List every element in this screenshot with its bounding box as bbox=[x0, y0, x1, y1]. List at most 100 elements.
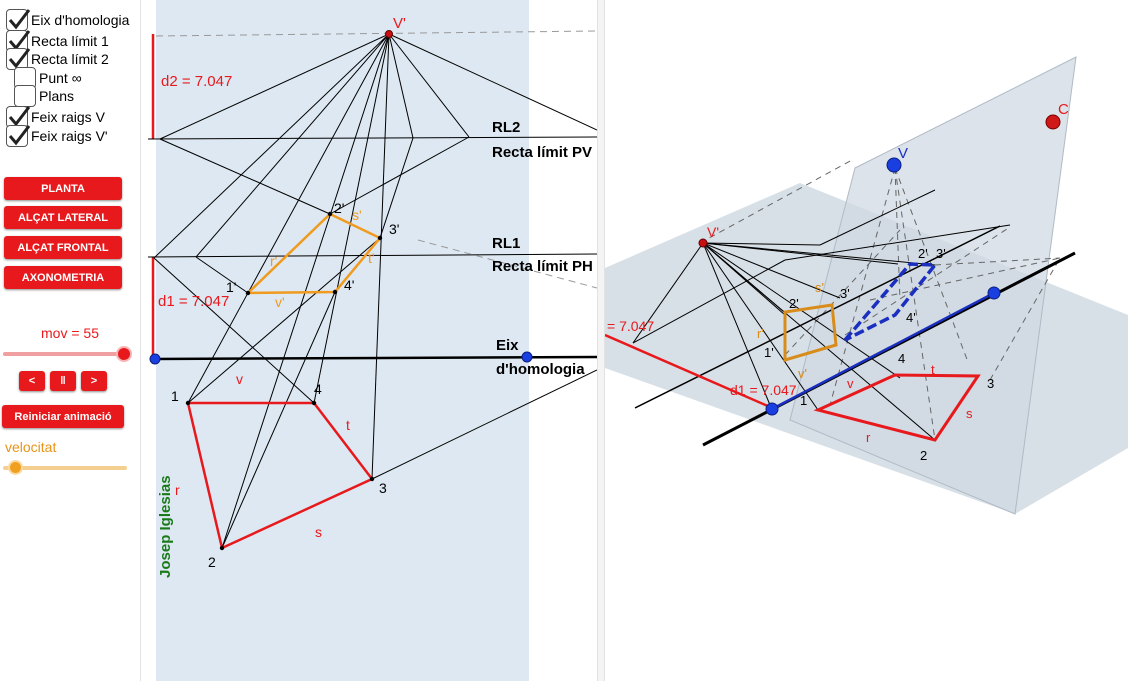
label-v-prime: V' bbox=[393, 15, 406, 32]
label-d2: d2 = 7.047 bbox=[161, 73, 232, 90]
label-side-t: t bbox=[346, 417, 350, 433]
checkbox-plans[interactable]: Plans bbox=[14, 85, 149, 107]
vertical-plane bbox=[789, 56, 1077, 515]
label-p3-3d: 3 bbox=[987, 376, 994, 391]
restart-animation-button[interactable]: Reiniciar animació bbox=[2, 405, 124, 428]
checkbox-eix-homologia[interactable]: Eix d'homologia bbox=[6, 9, 141, 31]
point-c-3d[interactable] bbox=[1045, 114, 1061, 130]
previous-button[interactable]: < bbox=[19, 371, 45, 391]
label-p2: 2 bbox=[208, 554, 216, 570]
checkbox-recta-limit-2[interactable]: Recta límit 2 bbox=[6, 48, 141, 70]
author-signature: Josep Iglesias bbox=[157, 475, 174, 578]
label-side-s-prime-3d: s' bbox=[815, 280, 824, 295]
checkbox-punt-infinit[interactable]: Punt ∞ bbox=[14, 67, 149, 89]
dashed-reference-line bbox=[155, 30, 597, 37]
label-eix-name: d'homologia bbox=[496, 361, 585, 378]
alcat-frontal-button[interactable]: ALÇAT FRONTAL bbox=[4, 236, 122, 259]
mov-slider-label: mov = 55 bbox=[41, 325, 99, 341]
axis-point-left[interactable] bbox=[149, 353, 161, 365]
label-q4: 4' bbox=[344, 277, 354, 293]
checkbox-label: Eix d'homologia bbox=[31, 12, 130, 28]
checkbox-label: Feix raigs V' bbox=[31, 128, 108, 144]
point-v-3d[interactable] bbox=[886, 157, 902, 173]
ray-bundle-v-prime bbox=[153, 33, 597, 549]
sidebar-divider bbox=[140, 0, 141, 681]
checkbox-label: Recta límit 2 bbox=[31, 51, 109, 67]
control-sidebar: Eix d'homologia Recta límit 1 Recta lími… bbox=[0, 0, 140, 681]
label-side-t-prime: t' bbox=[368, 250, 375, 266]
label-p4-3d: 4 bbox=[898, 351, 905, 366]
checkbox-recta-limit-1[interactable]: Recta límit 1 bbox=[6, 30, 141, 52]
axis-point-right[interactable] bbox=[521, 351, 533, 363]
label-d1-3d: d1 = 7.047 bbox=[730, 382, 797, 398]
alcat-lateral-button[interactable]: ALÇAT LATERAL bbox=[4, 206, 122, 229]
axis-point-left-3d[interactable] bbox=[765, 402, 779, 416]
point-v-prime-3d[interactable] bbox=[698, 238, 708, 248]
label-q2: 2' bbox=[334, 200, 344, 216]
panel-divider[interactable] bbox=[597, 0, 605, 681]
label-q1: 1' bbox=[226, 279, 236, 295]
original-quadrilateral-3d bbox=[813, 373, 981, 442]
label-side-r-prime-3d: r' bbox=[757, 326, 764, 341]
mov-slider-knob[interactable] bbox=[116, 346, 132, 362]
label-q1-3d: 1' bbox=[764, 345, 774, 360]
label-rl1: RL1 bbox=[492, 235, 520, 252]
checkbox-feix-raigs-v-prime[interactable]: Feix raigs V' bbox=[6, 125, 141, 147]
label-q4b-3d: 4' bbox=[906, 310, 916, 325]
label-p2-3d: 2 bbox=[920, 448, 927, 463]
label-q2b-3d: 2' bbox=[918, 246, 928, 261]
label-v-prime-3d: V' bbox=[707, 224, 719, 240]
label-q2-3d: 2' bbox=[789, 296, 799, 311]
label-d1: d1 = 7.047 bbox=[158, 293, 229, 310]
checkbox-label: Plans bbox=[39, 88, 75, 104]
label-eix: Eix bbox=[496, 337, 519, 354]
label-rl2-name: Recta límit PV bbox=[492, 144, 592, 161]
label-side-v-prime-3d: v' bbox=[798, 366, 807, 381]
label-p1-3d: 1 bbox=[800, 393, 807, 408]
velocitat-slider-knob[interactable] bbox=[8, 460, 23, 475]
vertex-dots bbox=[185, 211, 383, 551]
limit-line-rl1 bbox=[147, 253, 597, 258]
label-p4: 4 bbox=[314, 381, 322, 397]
pause-button[interactable]: ‖ bbox=[50, 371, 76, 391]
axonometria-button[interactable]: AXONOMETRIA bbox=[4, 266, 122, 289]
velocitat-slider-label: velocitat bbox=[5, 439, 57, 455]
label-side-s-prime: s' bbox=[352, 207, 362, 223]
label-side-r-prime: r' bbox=[270, 253, 277, 269]
checkbox-checked-icon bbox=[6, 48, 31, 70]
v-prime-point[interactable] bbox=[385, 30, 393, 38]
graphics-view-2d[interactable]: V' d2 = 7.047 d1 = 7.047 RL2 Recta límit… bbox=[141, 0, 597, 681]
checkbox-checked-icon bbox=[6, 106, 31, 128]
label-v-3d: V bbox=[898, 145, 908, 162]
label-side-v-3d: v bbox=[847, 376, 854, 391]
checkbox-checked-icon bbox=[6, 125, 31, 147]
d-segment-3d bbox=[605, 333, 771, 409]
label-side-t-3d: t bbox=[931, 362, 935, 377]
label-p3: 3 bbox=[379, 480, 387, 496]
checkbox-label: Punt ∞ bbox=[39, 70, 82, 86]
label-d2-3d: = 7.047 bbox=[607, 318, 654, 334]
label-side-v-prime: v' bbox=[275, 294, 285, 310]
checkbox-label: Recta límit 1 bbox=[31, 33, 109, 49]
label-side-v: v bbox=[236, 371, 243, 387]
label-c-3d: C bbox=[1058, 101, 1069, 118]
planta-button[interactable]: PLANTA bbox=[4, 177, 122, 200]
limit-line-3d bbox=[634, 225, 1001, 409]
label-side-r: r bbox=[175, 482, 180, 498]
graphics-view-3d[interactable]: V C V' = 7.047 d1 = 7.047 1 2 3 4 1' 2' … bbox=[605, 0, 1128, 681]
label-rl2: RL2 bbox=[492, 119, 520, 136]
label-q3-3d: 3' bbox=[840, 286, 850, 301]
mov-slider-track[interactable] bbox=[3, 352, 131, 356]
axis-point-right-3d[interactable] bbox=[987, 286, 1001, 300]
label-p1: 1 bbox=[171, 388, 179, 404]
checkbox-label: Feix raigs V bbox=[31, 109, 105, 125]
dashed-ray bbox=[417, 239, 597, 289]
homologous-quadrilateral-3d bbox=[783, 303, 838, 363]
limit-line-rl2 bbox=[147, 136, 597, 140]
label-side-r-3d: r bbox=[866, 430, 871, 445]
checkbox-feix-raigs-v[interactable]: Feix raigs V bbox=[6, 106, 141, 128]
label-side-s-3d: s bbox=[966, 406, 973, 421]
axis-blue-3d bbox=[771, 291, 995, 411]
next-button[interactable]: > bbox=[81, 371, 107, 391]
velocitat-slider-track[interactable] bbox=[3, 466, 127, 470]
